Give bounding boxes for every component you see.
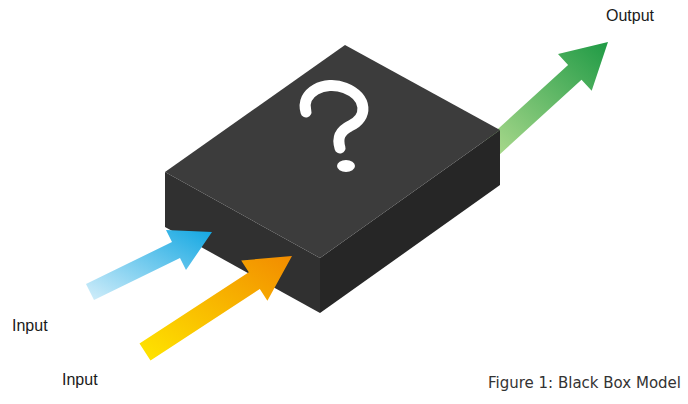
question-mark-symbol xyxy=(305,85,363,148)
box-top-face xyxy=(165,45,500,258)
input-label: Input xyxy=(12,316,48,335)
input-arrow xyxy=(140,256,293,360)
input-label: Input xyxy=(62,370,98,389)
output-label: Output xyxy=(606,6,654,25)
input-arrow xyxy=(86,230,212,300)
figure-caption: Figure 1: Black Box Model xyxy=(488,374,681,392)
question-mark-dot xyxy=(337,160,355,172)
